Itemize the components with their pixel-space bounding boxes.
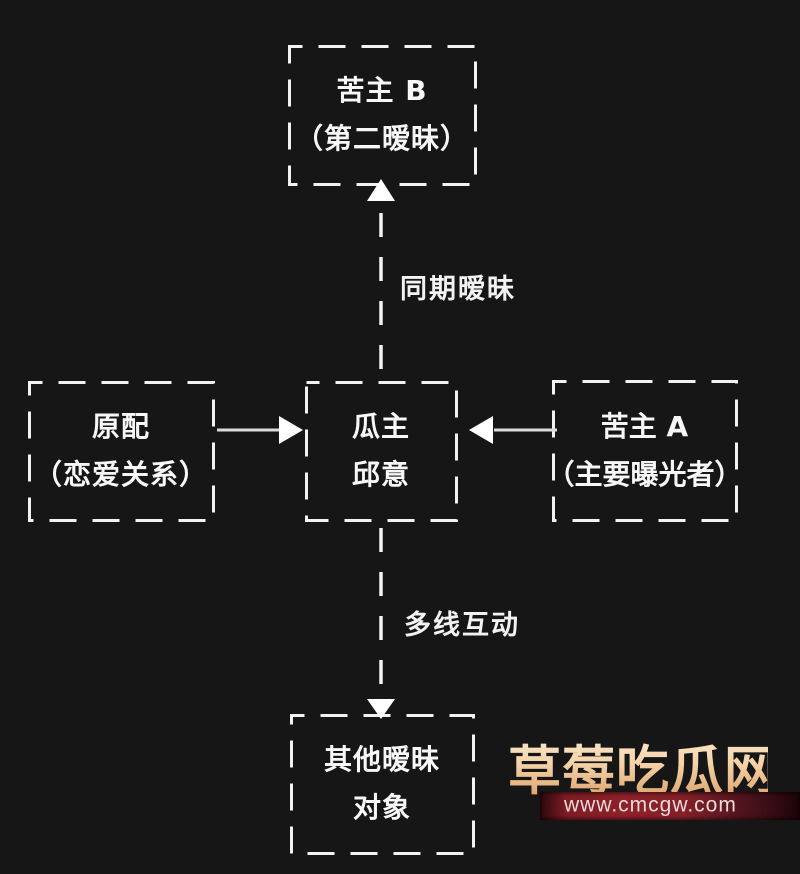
node-original-partner: 原配 （恋爱关系） [29,382,213,520]
arrowhead-up-icon [367,179,395,201]
node-melon-owner: 瓜主 邱意 [306,382,456,520]
node-victim-b-line1: 苦主 B [336,74,428,107]
arrowhead-down-icon [367,699,395,719]
watermark-site-name: 草莓吃瓜网 [508,729,777,805]
node-original-partner-line2: （恋爱关系） [33,458,208,491]
node-victim-a: 苦主 A （主要曝光者） [547,381,743,520]
victim-a-box-frame [552,380,738,522]
node-victim-b: 苦主 B （第二暧昧） [289,46,475,184]
node-other-targets: 其他暧昧 对象 [291,715,473,853]
node-other-targets-line2: 对象 [352,791,411,824]
node-victim-a-line2: （主要曝光者） [546,457,743,491]
node-original-partner-line1: 原配 [91,410,150,443]
watermark-url: www.cmcgw.com [564,793,737,817]
melon-owner-box-frame [305,381,458,522]
watermark-url-ribbon: www.cmcgw.com [540,792,800,820]
arrowhead-left-icon [469,416,493,444]
node-victim-a-line1: 苦主 A [600,409,689,443]
arrowhead-right-icon [279,416,303,444]
edge-label-multiline: 多线互动 [404,610,520,641]
node-other-targets-line1: 其他暧昧 [323,743,440,776]
node-melon-owner-line1: 瓜主 [351,410,410,443]
original-partner-box-frame [28,381,215,522]
edge-label-concurrent: 同期暧昧 [400,274,516,305]
node-melon-owner-line2: 邱意 [351,458,410,491]
node-victim-b-line2: （第二暧昧） [294,122,469,155]
